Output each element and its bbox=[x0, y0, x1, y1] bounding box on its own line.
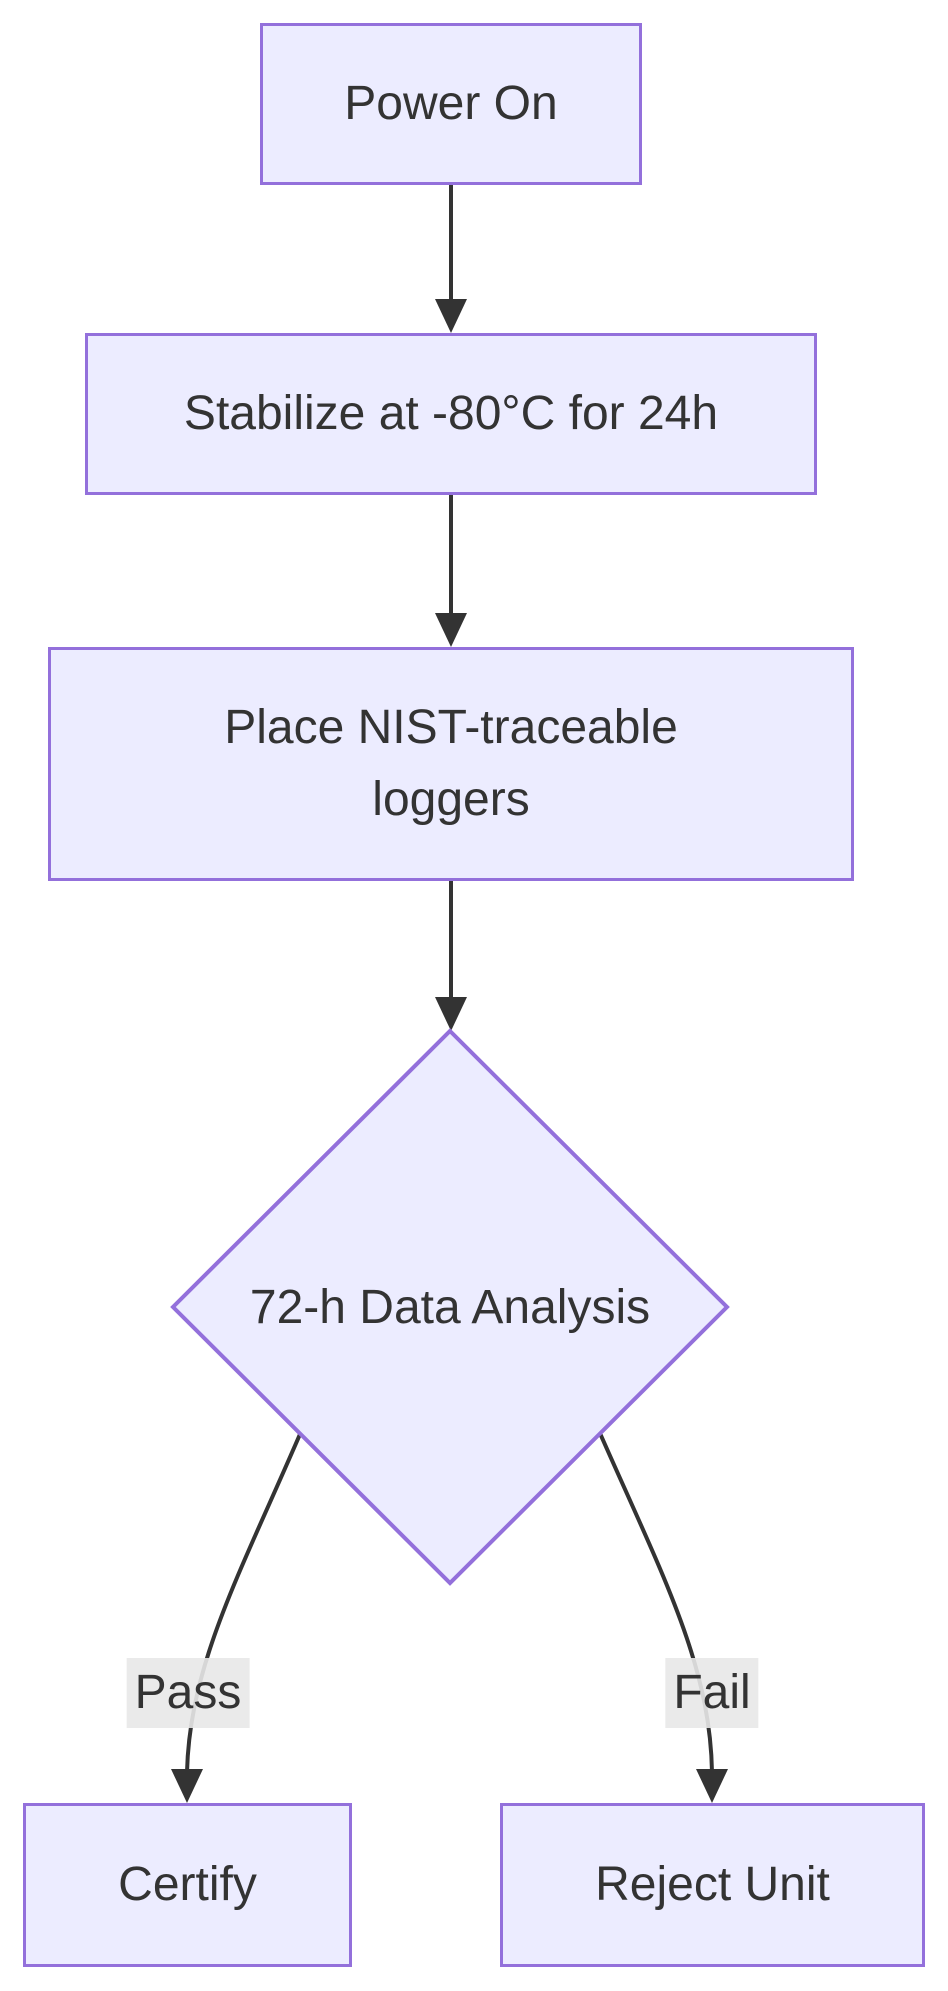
node-certify-label: Certify bbox=[118, 1858, 257, 1911]
node-certify: Certify bbox=[23, 1803, 352, 1967]
node-decision-diamond bbox=[170, 1028, 730, 1586]
arrowhead-down-icon bbox=[696, 1769, 728, 1803]
node-reject-unit-label: Reject Unit bbox=[595, 1858, 830, 1911]
node-power-on-label: Power On bbox=[344, 77, 558, 130]
node-place-loggers: Place NIST-traceable loggers bbox=[48, 647, 854, 881]
arrowhead-down-icon bbox=[171, 1769, 203, 1803]
node-place-loggers-label: Place NIST-traceable loggers bbox=[224, 701, 678, 826]
arrowhead-down-icon bbox=[435, 613, 467, 647]
node-power-on: Power On bbox=[260, 23, 642, 185]
edge-label-pass: Pass bbox=[126, 1658, 250, 1728]
node-reject-unit: Reject Unit bbox=[500, 1803, 925, 1967]
node-decision-label: 72-h Data Analysis bbox=[249, 1280, 651, 1334]
node-stabilize: Stabilize at -80°C for 24h bbox=[85, 333, 817, 495]
edge-label-fail: Fail bbox=[665, 1658, 759, 1728]
node-stabilize-label: Stabilize at -80°C for 24h bbox=[183, 387, 719, 440]
arrowhead-down-icon bbox=[435, 299, 467, 333]
arrowhead-down-icon bbox=[435, 997, 467, 1031]
